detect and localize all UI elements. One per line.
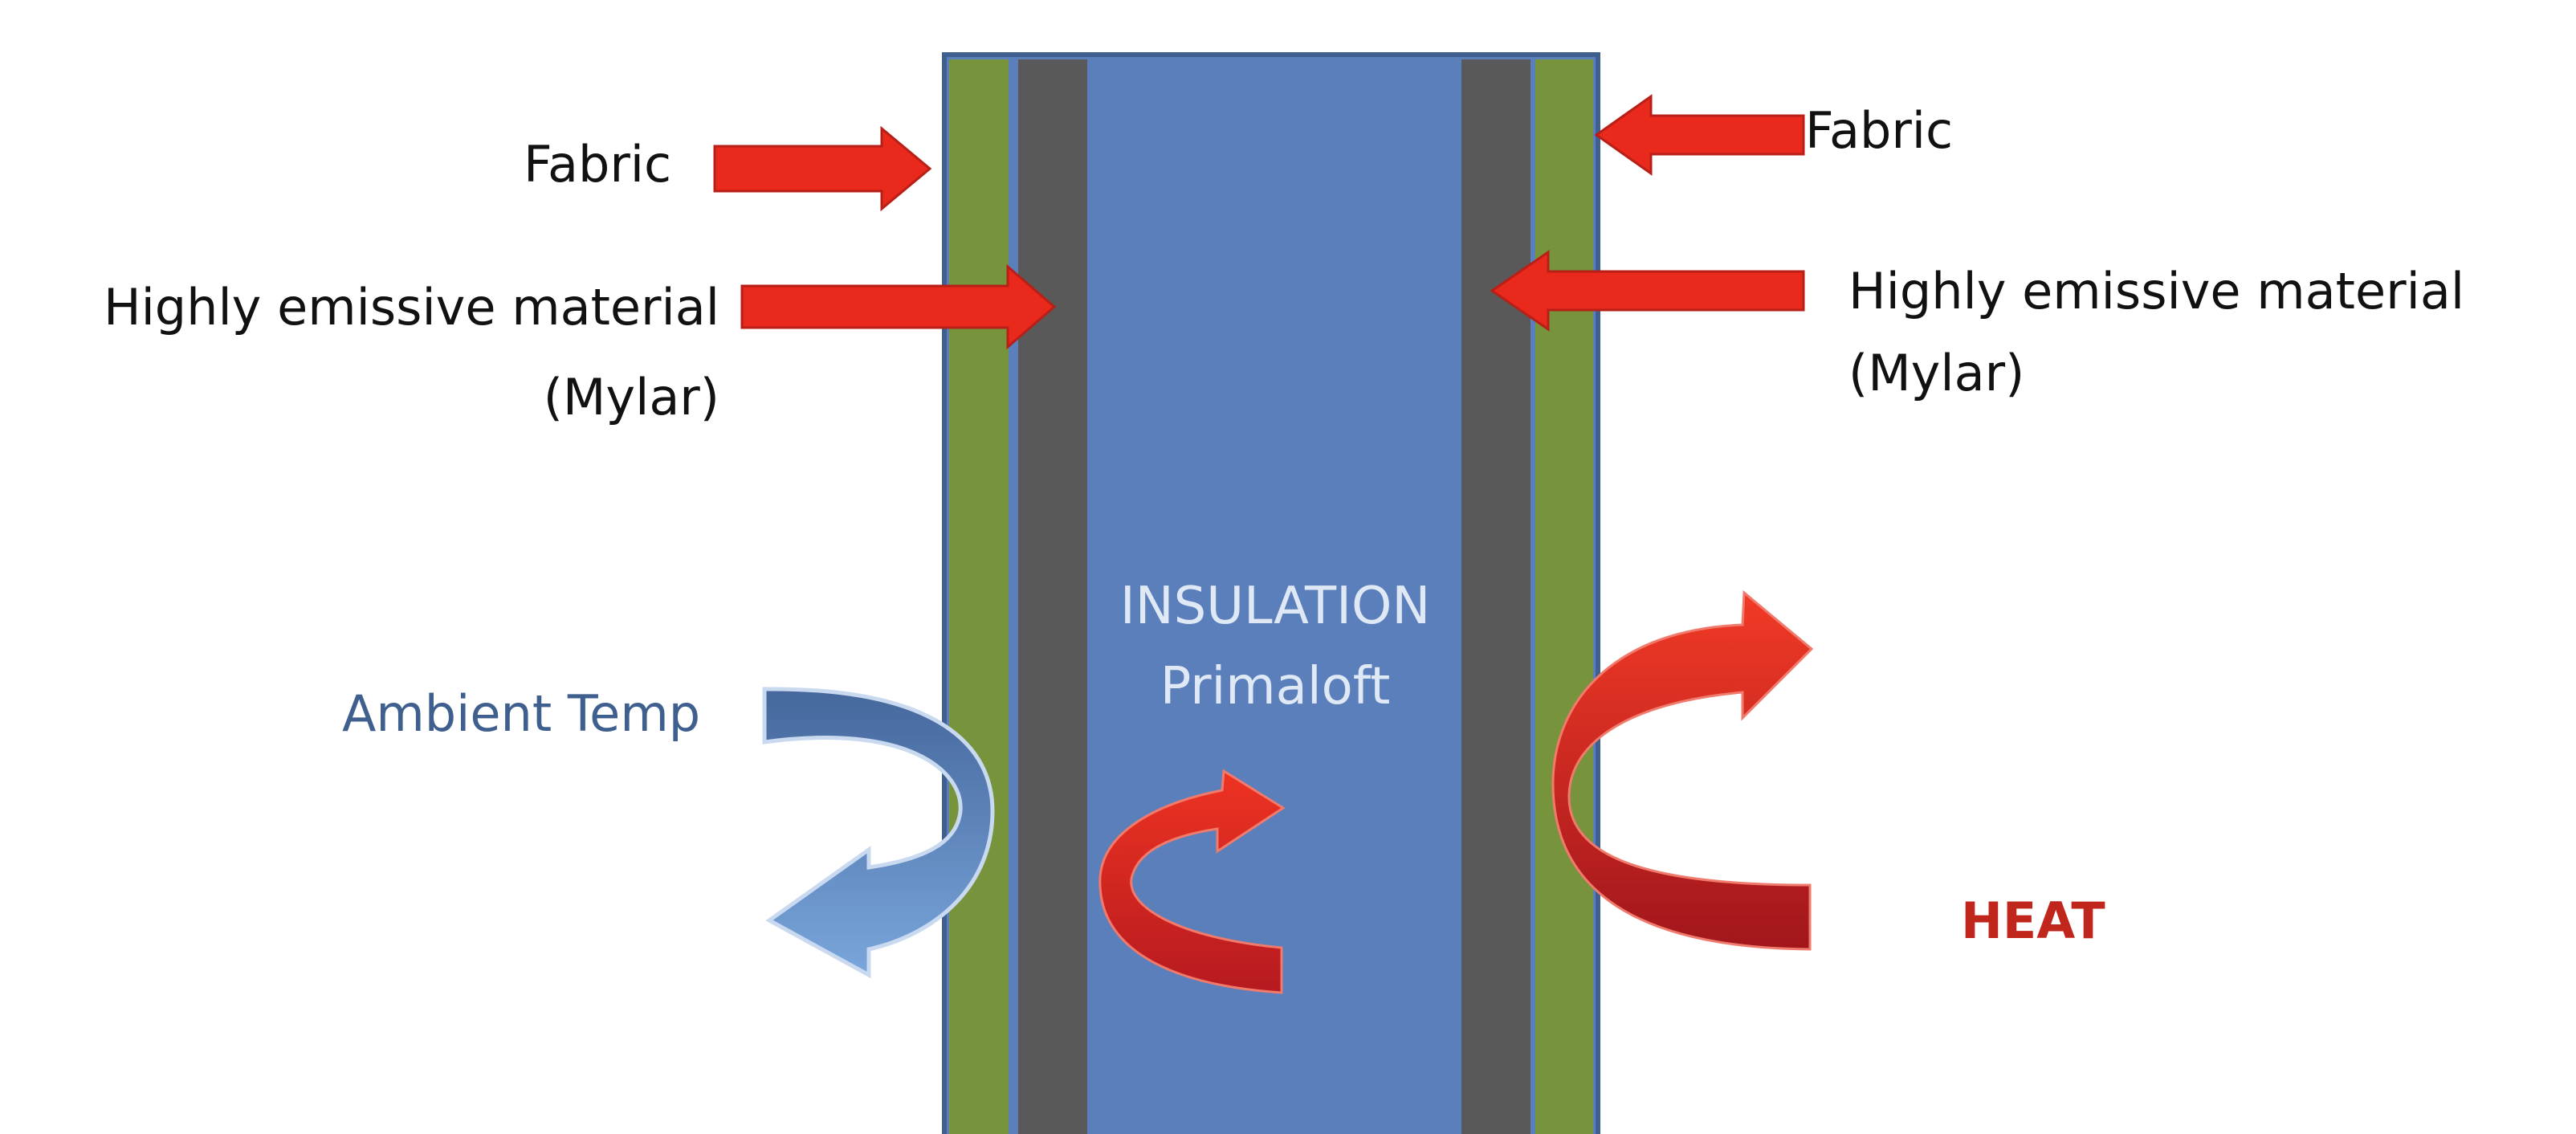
emissive-right-label-line1: Highly emissive material [1848, 262, 2464, 320]
fabric-right-arrow [1594, 94, 1805, 176]
ambient-curved-arrow [762, 687, 995, 979]
pointer-arrows [713, 94, 1805, 350]
heat-label: HEAT [1961, 891, 2105, 950]
emissive-right-arrow [1490, 250, 1805, 332]
ambient-temp-label: Ambient Temp [342, 684, 700, 743]
fabric-layer-right [1535, 59, 1593, 1134]
insulation-label-line1: INSULATION [1120, 577, 1430, 636]
flow-arrows [762, 589, 1814, 994]
emissive-left-arrow [740, 263, 1057, 350]
heat-curved-arrow [1551, 589, 1814, 951]
emissive-left-label-line1: Highly emissive material [104, 278, 719, 337]
fabric-right-label: Fabric [1805, 101, 1953, 160]
fabric-left-arrow [713, 125, 932, 212]
mylar-layer-left [1018, 59, 1087, 1134]
labels: Fabric Highly emissive material (Mylar) … [104, 101, 2464, 950]
emissive-left-label-line2: (Mylar) [544, 368, 719, 426]
emissive-right-label-line2: (Mylar) [1848, 344, 2024, 402]
mylar-layer-right [1461, 59, 1531, 1134]
fabric-layer-left [949, 59, 1009, 1134]
fabric-left-label: Fabric [524, 135, 671, 194]
layer-stack [942, 52, 1600, 1134]
insulation-label-line2: Primaloft [1160, 657, 1391, 716]
reflected-heat-small-arrow [1098, 769, 1286, 994]
